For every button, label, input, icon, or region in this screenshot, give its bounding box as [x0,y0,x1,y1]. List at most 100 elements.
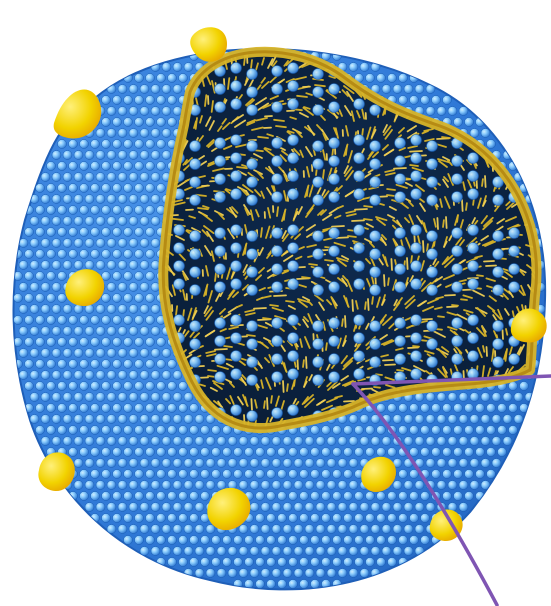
inner-lipid-head [493,285,504,296]
lipid-head [124,206,133,215]
lipid-head [470,393,479,402]
lipid-head [129,415,138,424]
lipid-head [239,525,248,534]
lipid-head [113,404,122,413]
lipid-head [19,261,28,270]
lipid-head [102,228,111,237]
lipid-head [135,382,144,391]
inner-lipid-head [231,171,242,182]
lipid-head [102,96,111,105]
lipid-head [388,558,397,567]
lipid-head [399,74,408,83]
lipid-head [316,481,325,490]
lipid-head [124,140,133,149]
lipid-head [245,470,254,479]
lipid-head [124,404,133,413]
lipid-head [129,437,138,446]
lipid-head [190,404,199,413]
inner-lipid-head [231,351,242,362]
lipid-head [168,470,177,479]
lipid-tail [503,330,504,339]
lipid-head [322,514,331,523]
lipid-head [448,415,457,424]
inner-lipid-head [231,261,242,272]
lipid-head [36,250,45,259]
lipid-head [52,195,61,204]
inner-lipid-head [354,171,365,182]
lipid-head [393,85,402,94]
lipid-head [19,349,28,358]
inner-lipid-head [468,189,479,200]
inner-lipid-head [190,159,201,170]
inner-lipid-head [370,159,381,170]
lipid-head [151,415,160,424]
lipid-head [162,503,171,512]
lipid-head [184,415,193,424]
lipid-head [487,448,496,457]
lipid-head [91,206,100,215]
lipid-head [113,294,122,303]
lipid-head [157,338,166,347]
inner-lipid-head [452,354,463,365]
inner-lipid-head [427,339,438,350]
inner-lipid-head [452,192,463,203]
lipid-head [487,404,496,413]
lipid-head [107,503,116,512]
lipid-head [349,481,358,490]
lipid-head [47,272,56,281]
lipid-head [107,217,116,226]
lipid-tail [413,346,419,347]
inner-lipid-head [452,156,463,167]
lipid-head [146,140,155,149]
lipid-tail [345,316,346,327]
lipid-head [283,437,292,446]
lipid-head [107,305,116,314]
lipid-head [74,459,83,468]
lipid-head [157,404,166,413]
lipid-head [190,470,199,479]
lipid-head [399,96,408,105]
inner-lipid-head [288,261,299,272]
inner-lipid-head [247,87,258,98]
lipid-head [195,569,204,578]
lipid-head [113,118,122,127]
lipid-head [382,85,391,94]
lipid-head [146,74,155,83]
inner-lipid-head [313,195,324,206]
lipid-tail [309,264,317,265]
lipid-head [63,261,72,270]
lipid-head [503,393,512,402]
lipid-head [239,481,248,490]
lipid-head [157,74,166,83]
lipid-head [135,448,144,457]
inner-lipid-head [354,279,365,290]
lipid-head [96,437,105,446]
lipid-head [96,415,105,424]
lipid-head [113,360,122,369]
lipid-tail [486,266,496,267]
lipid-head [41,393,50,402]
lipid-head [157,514,166,523]
lipid-head [146,404,155,413]
lipid-head [135,316,144,325]
lipid-head [102,140,111,149]
lipid-head [327,503,336,512]
lipid-head [74,371,83,380]
lipid-head [80,228,89,237]
lipid-head [250,547,259,556]
lipid-head [96,481,105,490]
lipid-head [102,514,111,523]
inner-lipid-head [411,369,422,380]
lipid-head [52,261,61,270]
lipid-head [206,459,215,468]
lipid-head [459,393,468,402]
lipid-head [272,481,281,490]
lipid-head [118,217,127,226]
lipid-head [135,338,144,347]
inner-lipid-head [313,249,324,260]
lipid-head [173,459,182,468]
lipid-head [173,63,182,72]
lipid-tail [365,302,366,309]
lipid-head [404,415,413,424]
lipid-tail [484,261,494,262]
